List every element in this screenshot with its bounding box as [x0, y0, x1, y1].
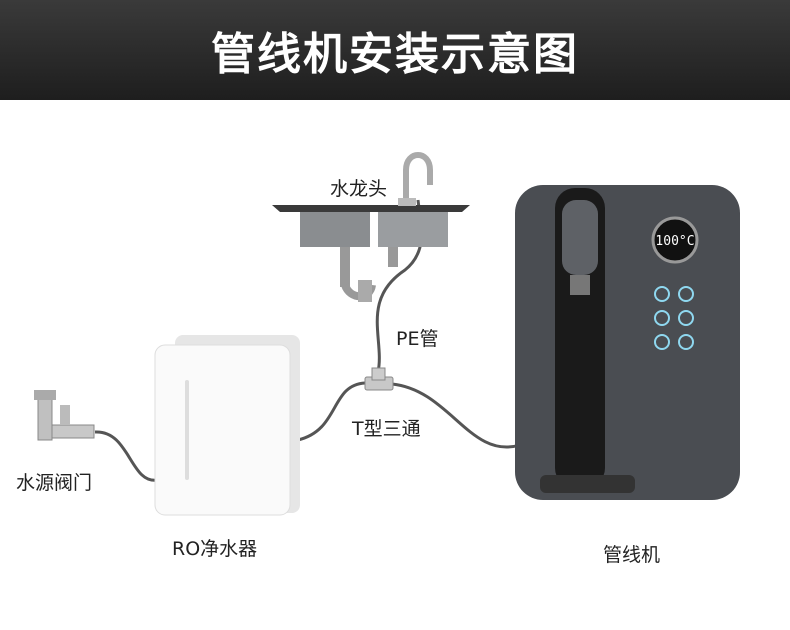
water-valve: [34, 390, 95, 441]
pipe-ro-to-tee: [297, 381, 366, 442]
label-pe-pipe: PE管: [396, 328, 439, 350]
pipe-tee-to-dispenser: [391, 382, 521, 449]
pipeline-dispenser: [515, 185, 740, 500]
page-title: 管线机安装示意图: [211, 29, 579, 80]
tee-connector: [364, 367, 394, 391]
label-ro: RO净水器: [172, 538, 258, 560]
label-valve: 水源阀门: [16, 472, 93, 494]
sink: [272, 205, 470, 302]
pipe-valve-to-ro: [94, 430, 159, 482]
label-tee: T型三通: [352, 418, 421, 440]
label-faucet: 水龙头: [330, 178, 388, 200]
header-banner: 管线机安装示意图: [0, 0, 790, 100]
label-dispenser: 管线机: [603, 544, 661, 566]
temperature-display: 100°C: [655, 234, 694, 249]
ro-purifier: [154, 335, 300, 516]
faucet: [398, 152, 433, 206]
